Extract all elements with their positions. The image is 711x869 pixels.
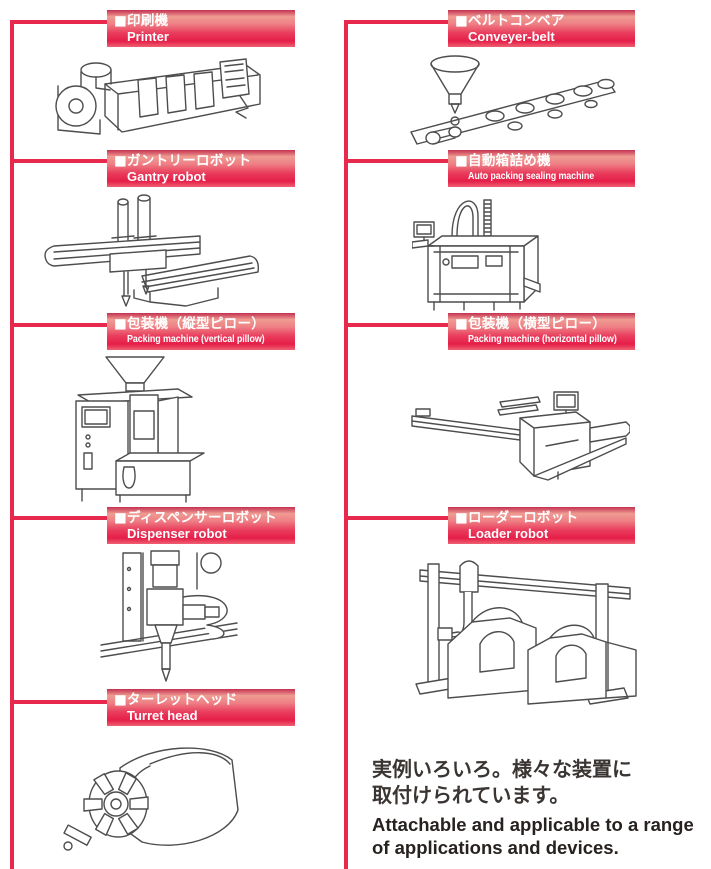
gantry-robot-illustration	[38, 194, 266, 310]
connector-line	[10, 323, 108, 327]
footer-en-line2: of applications and devices.	[372, 837, 619, 858]
banner-title-jp: ■ディスペンサーロボット	[114, 510, 277, 526]
banner-title-jp: ■自動箱詰め機	[455, 153, 551, 169]
connector-line	[344, 159, 449, 163]
banner-gantry-robot: ■ガントリーロボット Gantry robot	[107, 150, 295, 187]
banner-packing-machine-horizontal: ■包装機（横型ピロー） Packing machine (horizontal …	[448, 313, 635, 350]
turret-head-illustration	[58, 738, 248, 866]
connector-line	[344, 516, 449, 520]
footer-caption: 実例いろいろ。様々な装置に 取付けられています。 Attachable and …	[372, 756, 707, 859]
banner-loader-robot: ■ローダーロボット Loader robot	[448, 507, 635, 544]
banner-auto-packing-machine: ■自動箱詰め機 Auto packing sealing machine	[448, 150, 635, 187]
packing-machine-vertical-illustration	[60, 355, 215, 503]
loader-robot-illustration	[410, 550, 640, 708]
banner-title-jp: ■ベルトコンベア	[455, 13, 565, 29]
banner-title-en: Conveyer-belt	[468, 29, 555, 44]
right-column-trunk-line	[344, 20, 348, 869]
banner-title-en: Dispenser robot	[127, 526, 227, 541]
banner-conveyer-belt: ■ベルトコンベア Conveyer-belt	[448, 10, 635, 47]
footer-jp-line2: 取付けられています。	[372, 783, 570, 807]
banner-title-jp: ■ガントリーロボット	[114, 153, 252, 169]
banner-title-jp: ■印刷機	[114, 13, 169, 29]
banner-packing-machine-vertical: ■包装機（縦型ピロー） Packing machine (vertical pi…	[107, 313, 295, 350]
dispenser-robot-illustration	[85, 549, 245, 685]
auto-packing-machine-illustration	[412, 190, 542, 312]
connector-line	[10, 516, 108, 520]
banner-title-jp: ■包装機（横型ピロー）	[455, 316, 607, 332]
footer-en-line1: Attachable and applicable to a range	[372, 814, 694, 835]
banner-printer: ■印刷機 Printer	[107, 10, 295, 47]
connector-line	[10, 159, 108, 163]
footer-jp-line1: 実例いろいろ。様々な装置に	[372, 757, 632, 781]
banner-title-jp: ■ターレットヘッド	[114, 692, 238, 708]
connector-line	[344, 20, 449, 24]
banner-title-en: Loader robot	[468, 526, 549, 541]
packing-machine-horizontal-illustration	[408, 382, 630, 484]
banner-dispenser-robot: ■ディスペンサーロボット Dispenser robot	[107, 507, 295, 544]
connector-line	[344, 323, 449, 327]
banner-turret-head: ■ターレットヘッド Turret head	[107, 689, 295, 726]
banner-title-en: Packing machine (vertical pillow)	[127, 333, 265, 345]
banner-title-en: Auto packing sealing machine	[468, 170, 595, 182]
banner-title-jp: ■包装機（縦型ピロー）	[114, 316, 266, 332]
left-column-trunk-line	[10, 20, 14, 869]
connector-line	[10, 20, 108, 24]
banner-title-en: Packing machine (horizontal pillow)	[468, 333, 617, 345]
banner-title-en: Turret head	[127, 708, 198, 723]
connector-line	[10, 700, 108, 704]
printer-illustration	[50, 56, 268, 138]
conveyer-belt-illustration	[403, 52, 643, 150]
banner-title-en: Gantry robot	[127, 169, 206, 184]
banner-title-jp: ■ローダーロボット	[455, 510, 579, 526]
banner-title-en: Printer	[127, 29, 169, 44]
